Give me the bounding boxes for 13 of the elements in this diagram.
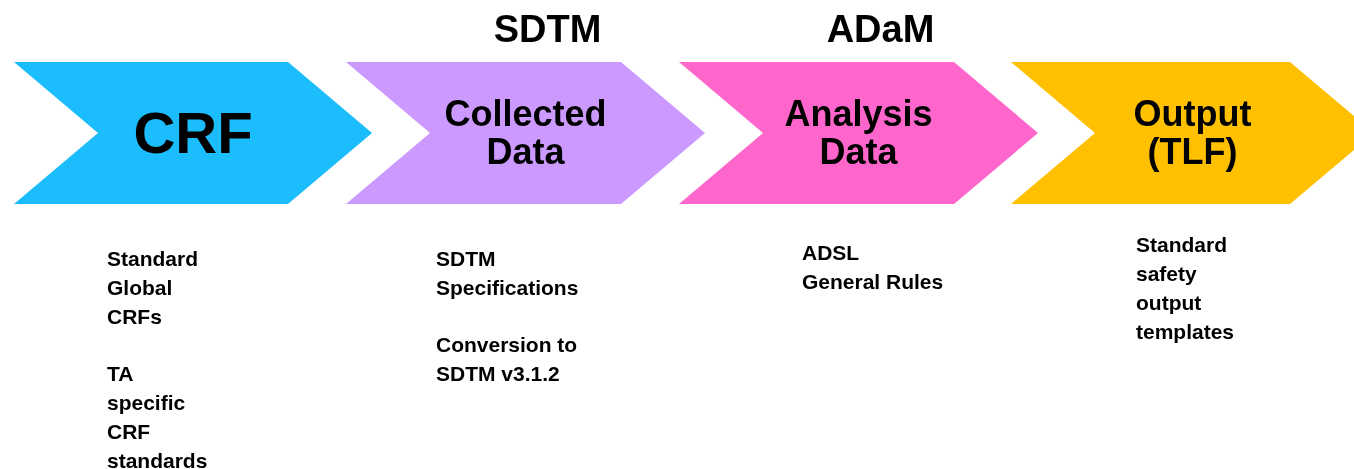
stage-note: General Rules [802, 269, 945, 295]
stage-note: Standard safety output templates [1136, 232, 1235, 345]
stage-title: Analysis Data [783, 95, 934, 171]
stage-note: ADSL [802, 240, 860, 266]
stage-heading: ADaM [825, 10, 936, 48]
stage-title: Output (TLF) [1132, 95, 1253, 171]
stage-title: Collected Data [443, 95, 608, 171]
stage-title: CRF [133, 102, 253, 164]
stage-note: SDTM Specifications [436, 246, 579, 301]
stage-note: Standard Global CRFs [107, 246, 198, 330]
stage-heading: SDTM [492, 10, 603, 48]
stage-note: TA specific CRF standards [107, 361, 208, 469]
stage-note: Conversion to SDTM v3.1.2 [436, 332, 579, 387]
